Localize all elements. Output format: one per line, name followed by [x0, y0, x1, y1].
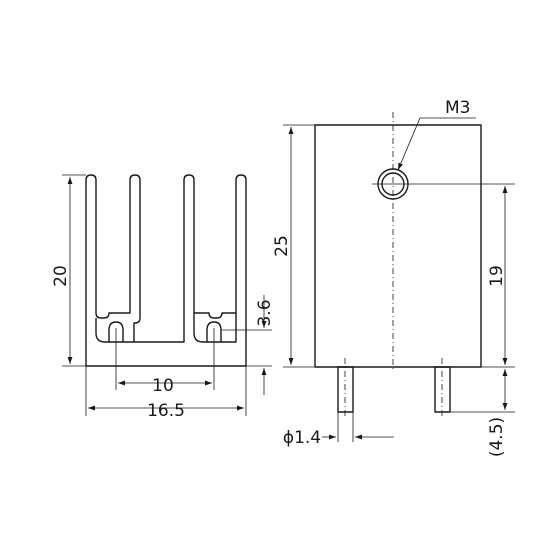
front-view [85, 174, 247, 390]
right-pin-notch [206, 321, 222, 342]
left-pin-notch [108, 321, 124, 342]
m3-leader-diagonal [397, 117, 421, 171]
m3-label: M3 [445, 98, 470, 118]
side-view-dimensions: M3 25 19 (4.5) ϕ1.4 [272, 98, 515, 457]
side-view [314, 112, 482, 418]
fin-profile-outline [85, 174, 247, 367]
pin-diameter-label: ϕ1.4 [283, 428, 321, 448]
depth-3-6-label: 3.6 [255, 299, 275, 326]
inner-fin-right [193, 313, 237, 343]
inner-fin-left [95, 318, 134, 343]
pin-length-label: (4.5) [487, 417, 507, 457]
height-20-label: 20 [51, 265, 71, 287]
pin-spacing-10-label: 10 [152, 376, 174, 396]
height-25-label: 25 [272, 235, 292, 257]
left-pin [337, 366, 354, 413]
front-view-dimensions: 20 10 16.5 3.6 [51, 174, 275, 421]
width-16-5-label: 16.5 [147, 401, 185, 421]
height-19-label: 19 [487, 265, 507, 287]
body-outline [314, 124, 482, 368]
right-pin [434, 366, 451, 413]
